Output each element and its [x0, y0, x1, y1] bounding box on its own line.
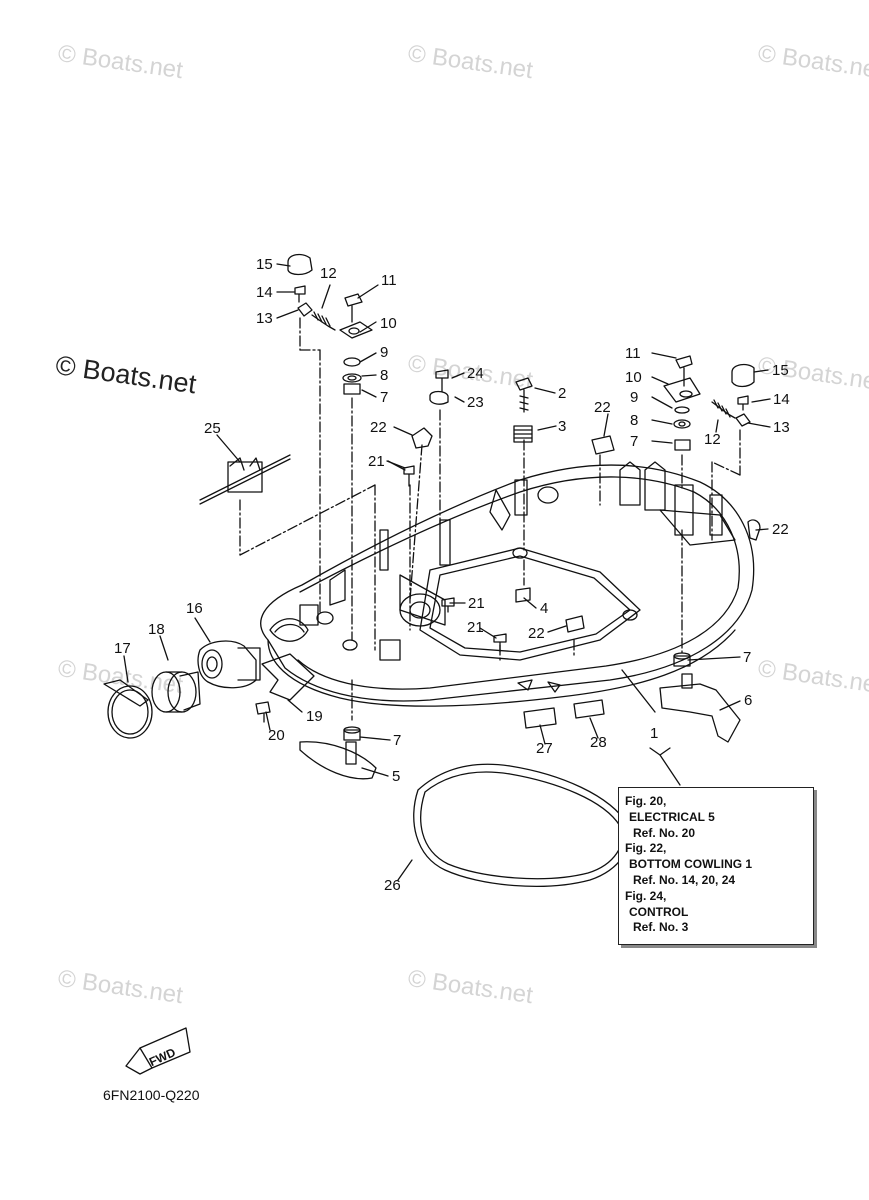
reference-box: Fig. 20, ELECTRICAL 5 Ref. No. 20 Fig. 2… [618, 787, 814, 945]
callout-21: 21 [368, 453, 385, 470]
ref-line: Fig. 24, [625, 888, 667, 903]
callout-15-right: 15 [772, 362, 789, 379]
callout-10: 10 [380, 315, 397, 332]
callout-10-right: 10 [625, 369, 642, 386]
callout-21-low: 21 [467, 619, 484, 636]
fwd-label: FWD [147, 1045, 178, 1069]
callout-24: 24 [467, 365, 484, 382]
callout-7-right: 7 [630, 433, 639, 450]
callout-1: 1 [650, 725, 659, 742]
callout-6: 6 [744, 692, 753, 709]
callout-19: 19 [306, 708, 323, 725]
callout-4: 4 [540, 600, 549, 617]
ref-line: BOTTOM COWLING 1 [629, 857, 753, 872]
ref-line: CONTROL [629, 904, 689, 919]
callout-25: 25 [204, 420, 221, 437]
callout-8: 8 [380, 367, 389, 384]
ref-line: Ref. No. 20 [633, 825, 696, 840]
ref-line: ELECTRICAL 5 [629, 809, 715, 824]
callout-20: 20 [268, 727, 285, 744]
callout-18: 18 [148, 621, 165, 638]
diagram-code: 6FN2100-Q220 [103, 1087, 200, 1103]
callout-23: 23 [467, 394, 484, 411]
inner-frame [419, 547, 641, 661]
callout-21-mid: 21 [468, 595, 485, 612]
callout-12: 12 [320, 265, 337, 282]
callout-7-lower-right: 7 [743, 649, 752, 666]
callout-3: 3 [558, 418, 567, 435]
callout-9-right: 9 [630, 389, 639, 406]
callout-22-right: 22 [772, 521, 789, 538]
callout-12-right: 12 [704, 431, 721, 448]
callout-16: 16 [186, 600, 203, 617]
callout-13-right: 13 [773, 419, 790, 436]
callout-5: 5 [392, 768, 401, 785]
callout-26: 26 [384, 877, 401, 894]
callout-15: 15 [256, 256, 273, 273]
callout-28: 28 [590, 734, 607, 751]
ref-line: Ref. No. 14, 20, 24 [633, 872, 736, 887]
callout-9: 9 [380, 344, 389, 361]
callout-22: 22 [370, 419, 387, 436]
callout-11: 11 [381, 272, 397, 289]
callout-22-upper: 22 [594, 399, 611, 416]
seal-outline [413, 763, 631, 887]
callout-17: 17 [114, 640, 131, 657]
callout-14: 14 [256, 284, 273, 301]
ref-line: Ref. No. 3 [633, 920, 689, 935]
callout-13: 13 [256, 310, 273, 327]
callout-7: 7 [380, 389, 389, 406]
bottom-cowling-outline [260, 464, 755, 702]
callout-22-low: 22 [528, 625, 545, 642]
callout-7-bottom: 7 [393, 732, 402, 749]
callout-8-right: 8 [630, 412, 639, 429]
callout-11-right: 11 [625, 345, 641, 362]
bottom-cowling-rim [297, 476, 740, 690]
callout-14-right: 14 [773, 391, 790, 408]
ref-line: Fig. 22, [625, 841, 667, 856]
callout-27: 27 [536, 740, 553, 757]
callout-2: 2 [558, 385, 567, 402]
ref-line: Fig. 20, [625, 794, 667, 808]
